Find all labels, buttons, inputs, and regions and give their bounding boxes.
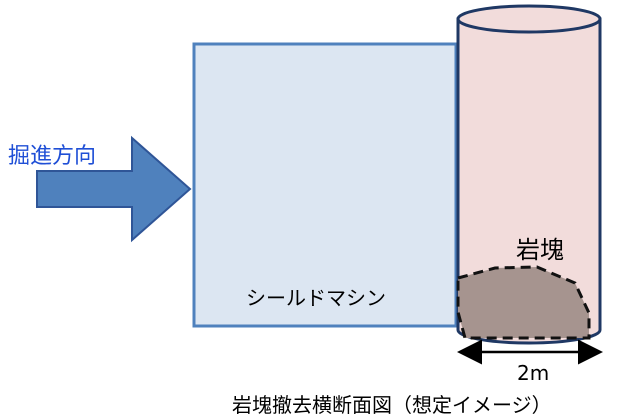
advance-arrow [36,135,192,243]
shield-machine-label: シールドマシン [246,286,386,310]
boulder-shape [456,265,591,340]
width-label: 2m [517,361,550,385]
shaft-top-ellipse [456,4,602,34]
diagram-caption: 岩塊撤去横断面図（想定イメージ） [232,393,552,417]
shield-machine-box [192,42,458,328]
boulder-label: 岩塊 [516,236,564,264]
advance-direction-label: 掘進方向 [8,144,97,169]
